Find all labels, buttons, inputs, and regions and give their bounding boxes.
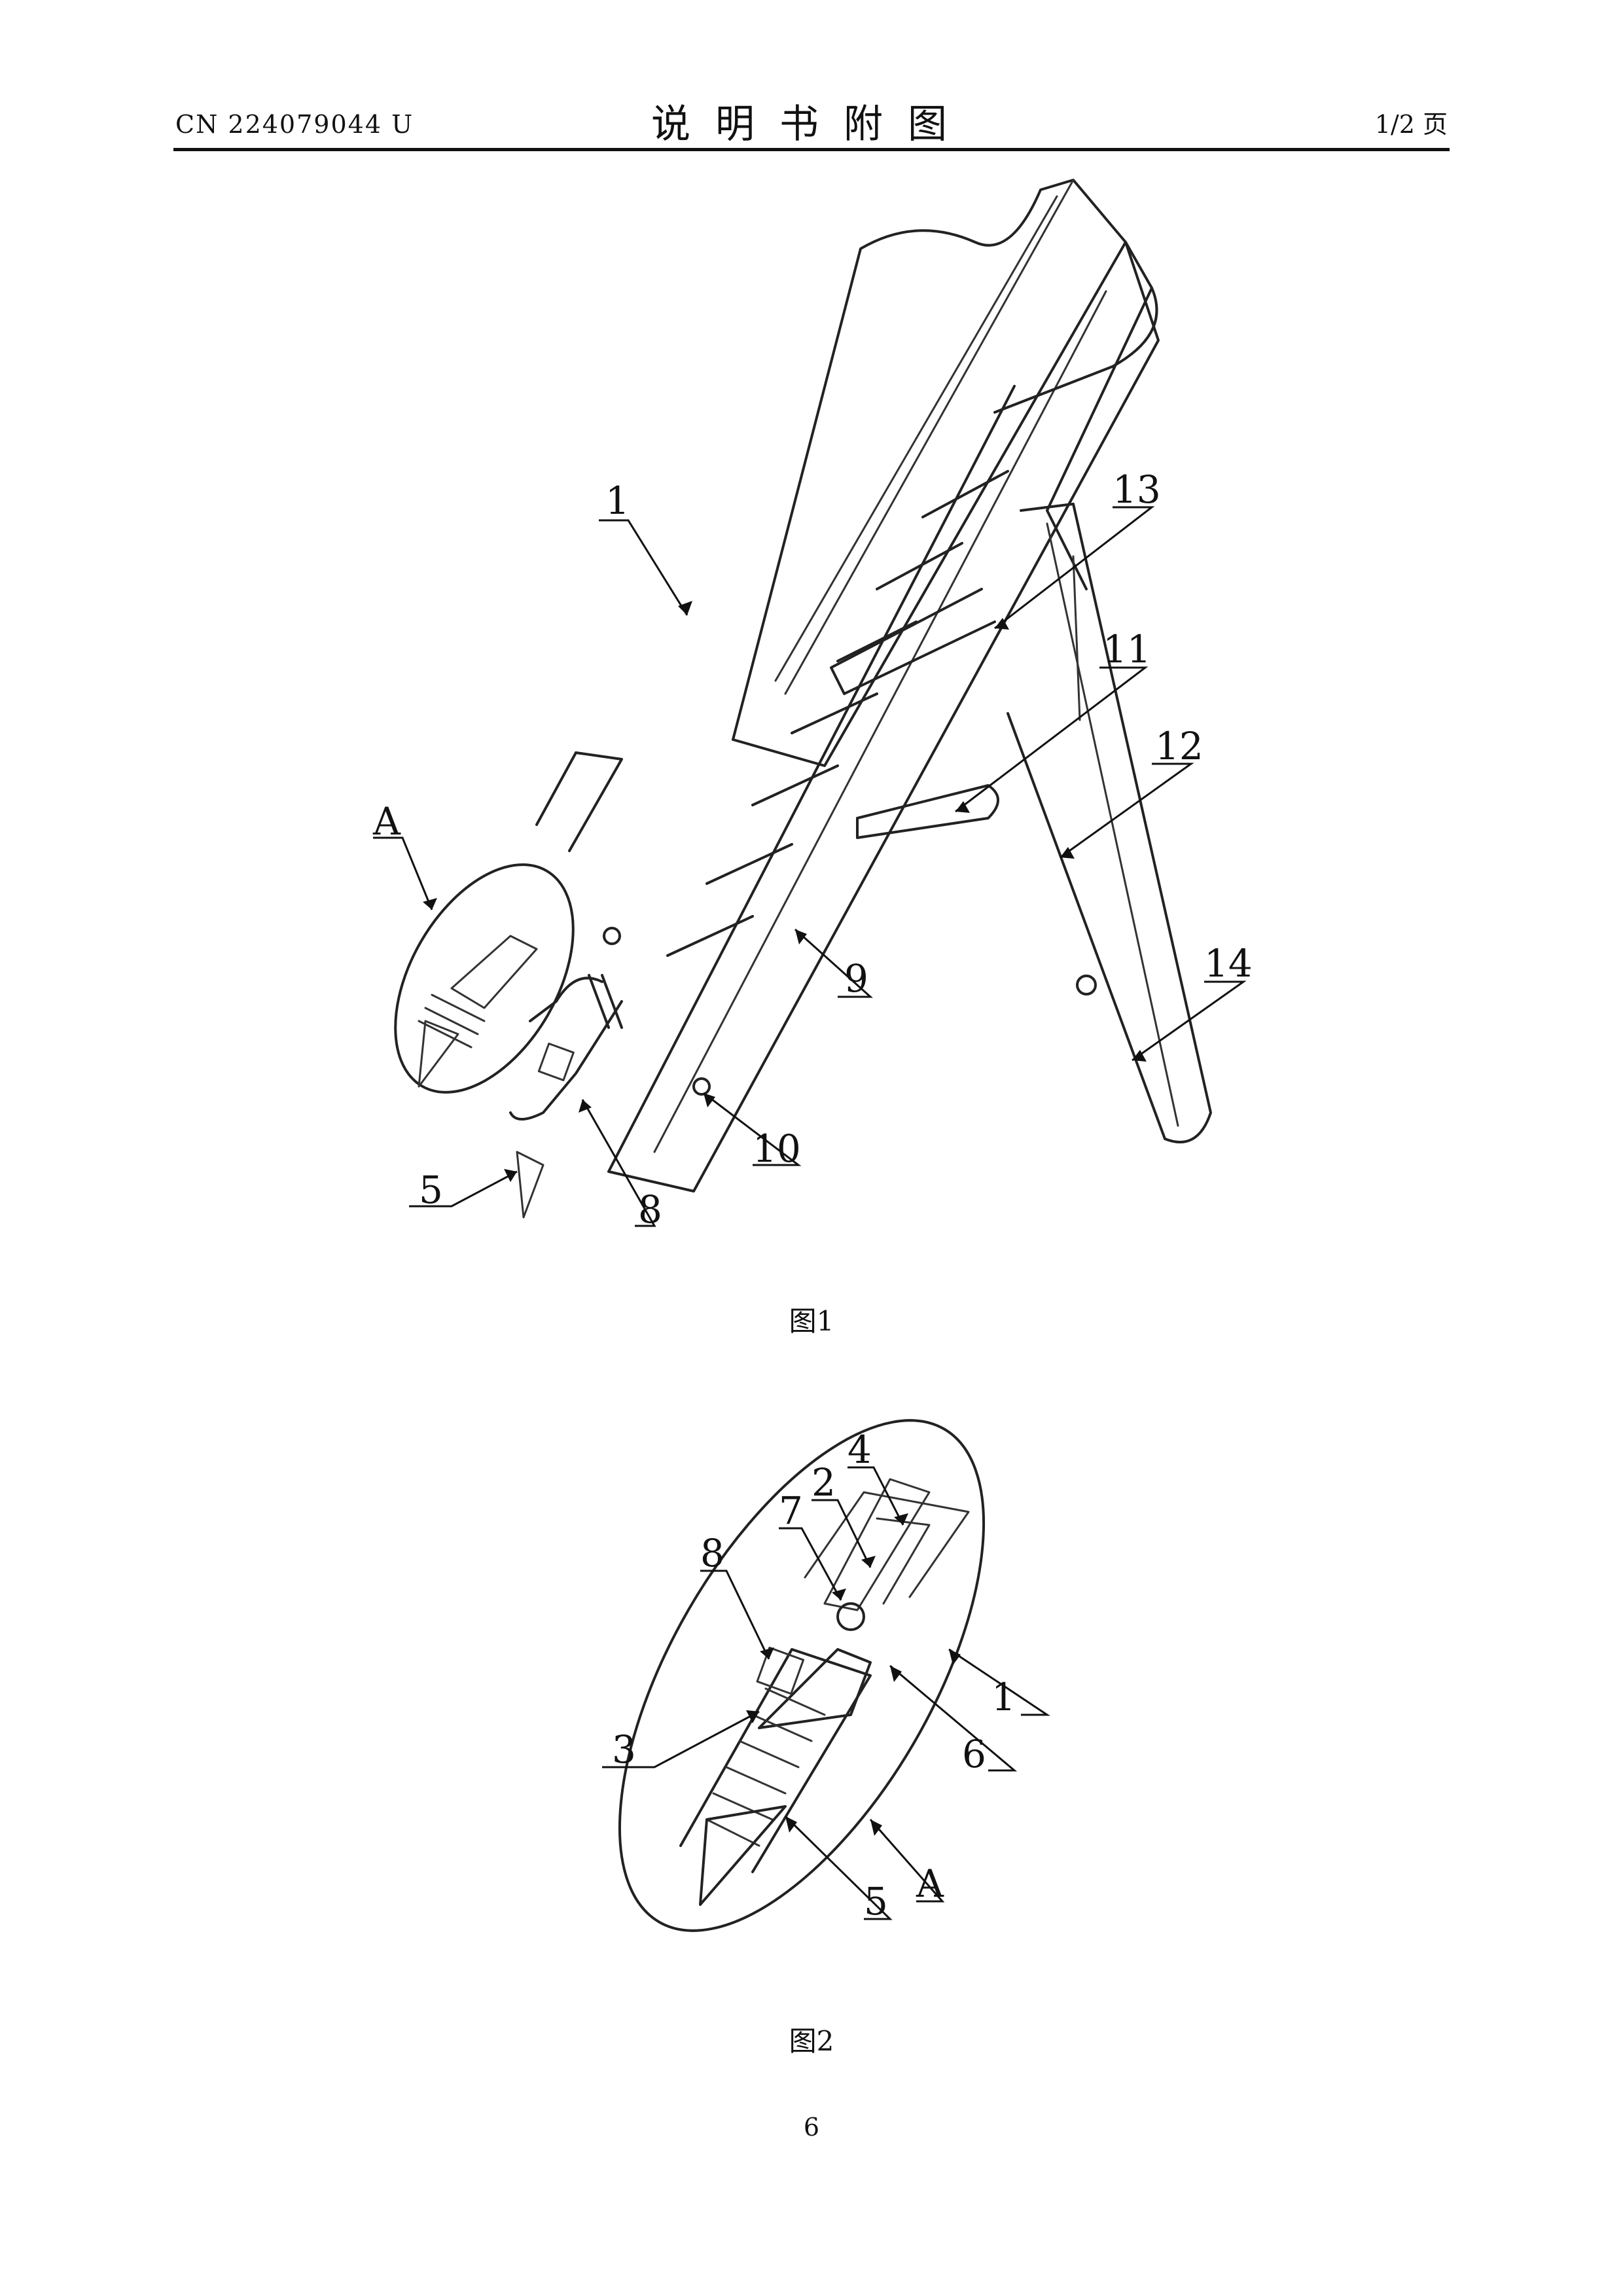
fig1-label-12: 12 bbox=[1155, 724, 1204, 768]
figure-1-ladder-body bbox=[359, 180, 1211, 1217]
figure-2-labels: 4 2 7 8 3 5 A 6 1 bbox=[612, 1427, 1016, 1924]
figure-2-caption: 图2 bbox=[0, 2019, 1623, 2059]
fig1-label-A: A bbox=[372, 799, 401, 844]
fig2-label-2: 2 bbox=[812, 1460, 836, 1505]
fig1-label-11: 11 bbox=[1103, 627, 1151, 672]
fig1-label-8: 8 bbox=[638, 1187, 662, 1232]
fig1-label-13: 13 bbox=[1113, 467, 1161, 512]
fig1-label-1: 1 bbox=[605, 478, 630, 523]
fig2-label-5: 5 bbox=[864, 1879, 888, 1924]
fig2-label-1: 1 bbox=[991, 1675, 1016, 1719]
fig1-label-5: 5 bbox=[419, 1168, 443, 1212]
fig1-label-14: 14 bbox=[1204, 941, 1253, 986]
figure-1-caption: 图1 bbox=[0, 1299, 1623, 1339]
fig1-label-9: 9 bbox=[844, 956, 868, 1001]
fig2-label-8: 8 bbox=[700, 1531, 724, 1575]
page-number: 6 bbox=[0, 2113, 1623, 2142]
figure-2-drawing: 4 2 7 8 3 5 A 6 1 bbox=[0, 1374, 1623, 1964]
figure-2-detail bbox=[546, 1374, 1057, 1964]
figure-1-drawing: 1 A 5 8 9 10 11 12 13 14 bbox=[0, 0, 1623, 1244]
fig2-label-7: 7 bbox=[779, 1488, 803, 1533]
fig1-label-10: 10 bbox=[753, 1126, 801, 1171]
fig2-label-A: A bbox=[916, 1861, 944, 1906]
fig2-label-3: 3 bbox=[612, 1727, 636, 1772]
figure-2-leader-lines bbox=[602, 1467, 1047, 1919]
fig2-label-4: 4 bbox=[847, 1427, 872, 1472]
fig2-label-6: 6 bbox=[962, 1732, 986, 1776]
